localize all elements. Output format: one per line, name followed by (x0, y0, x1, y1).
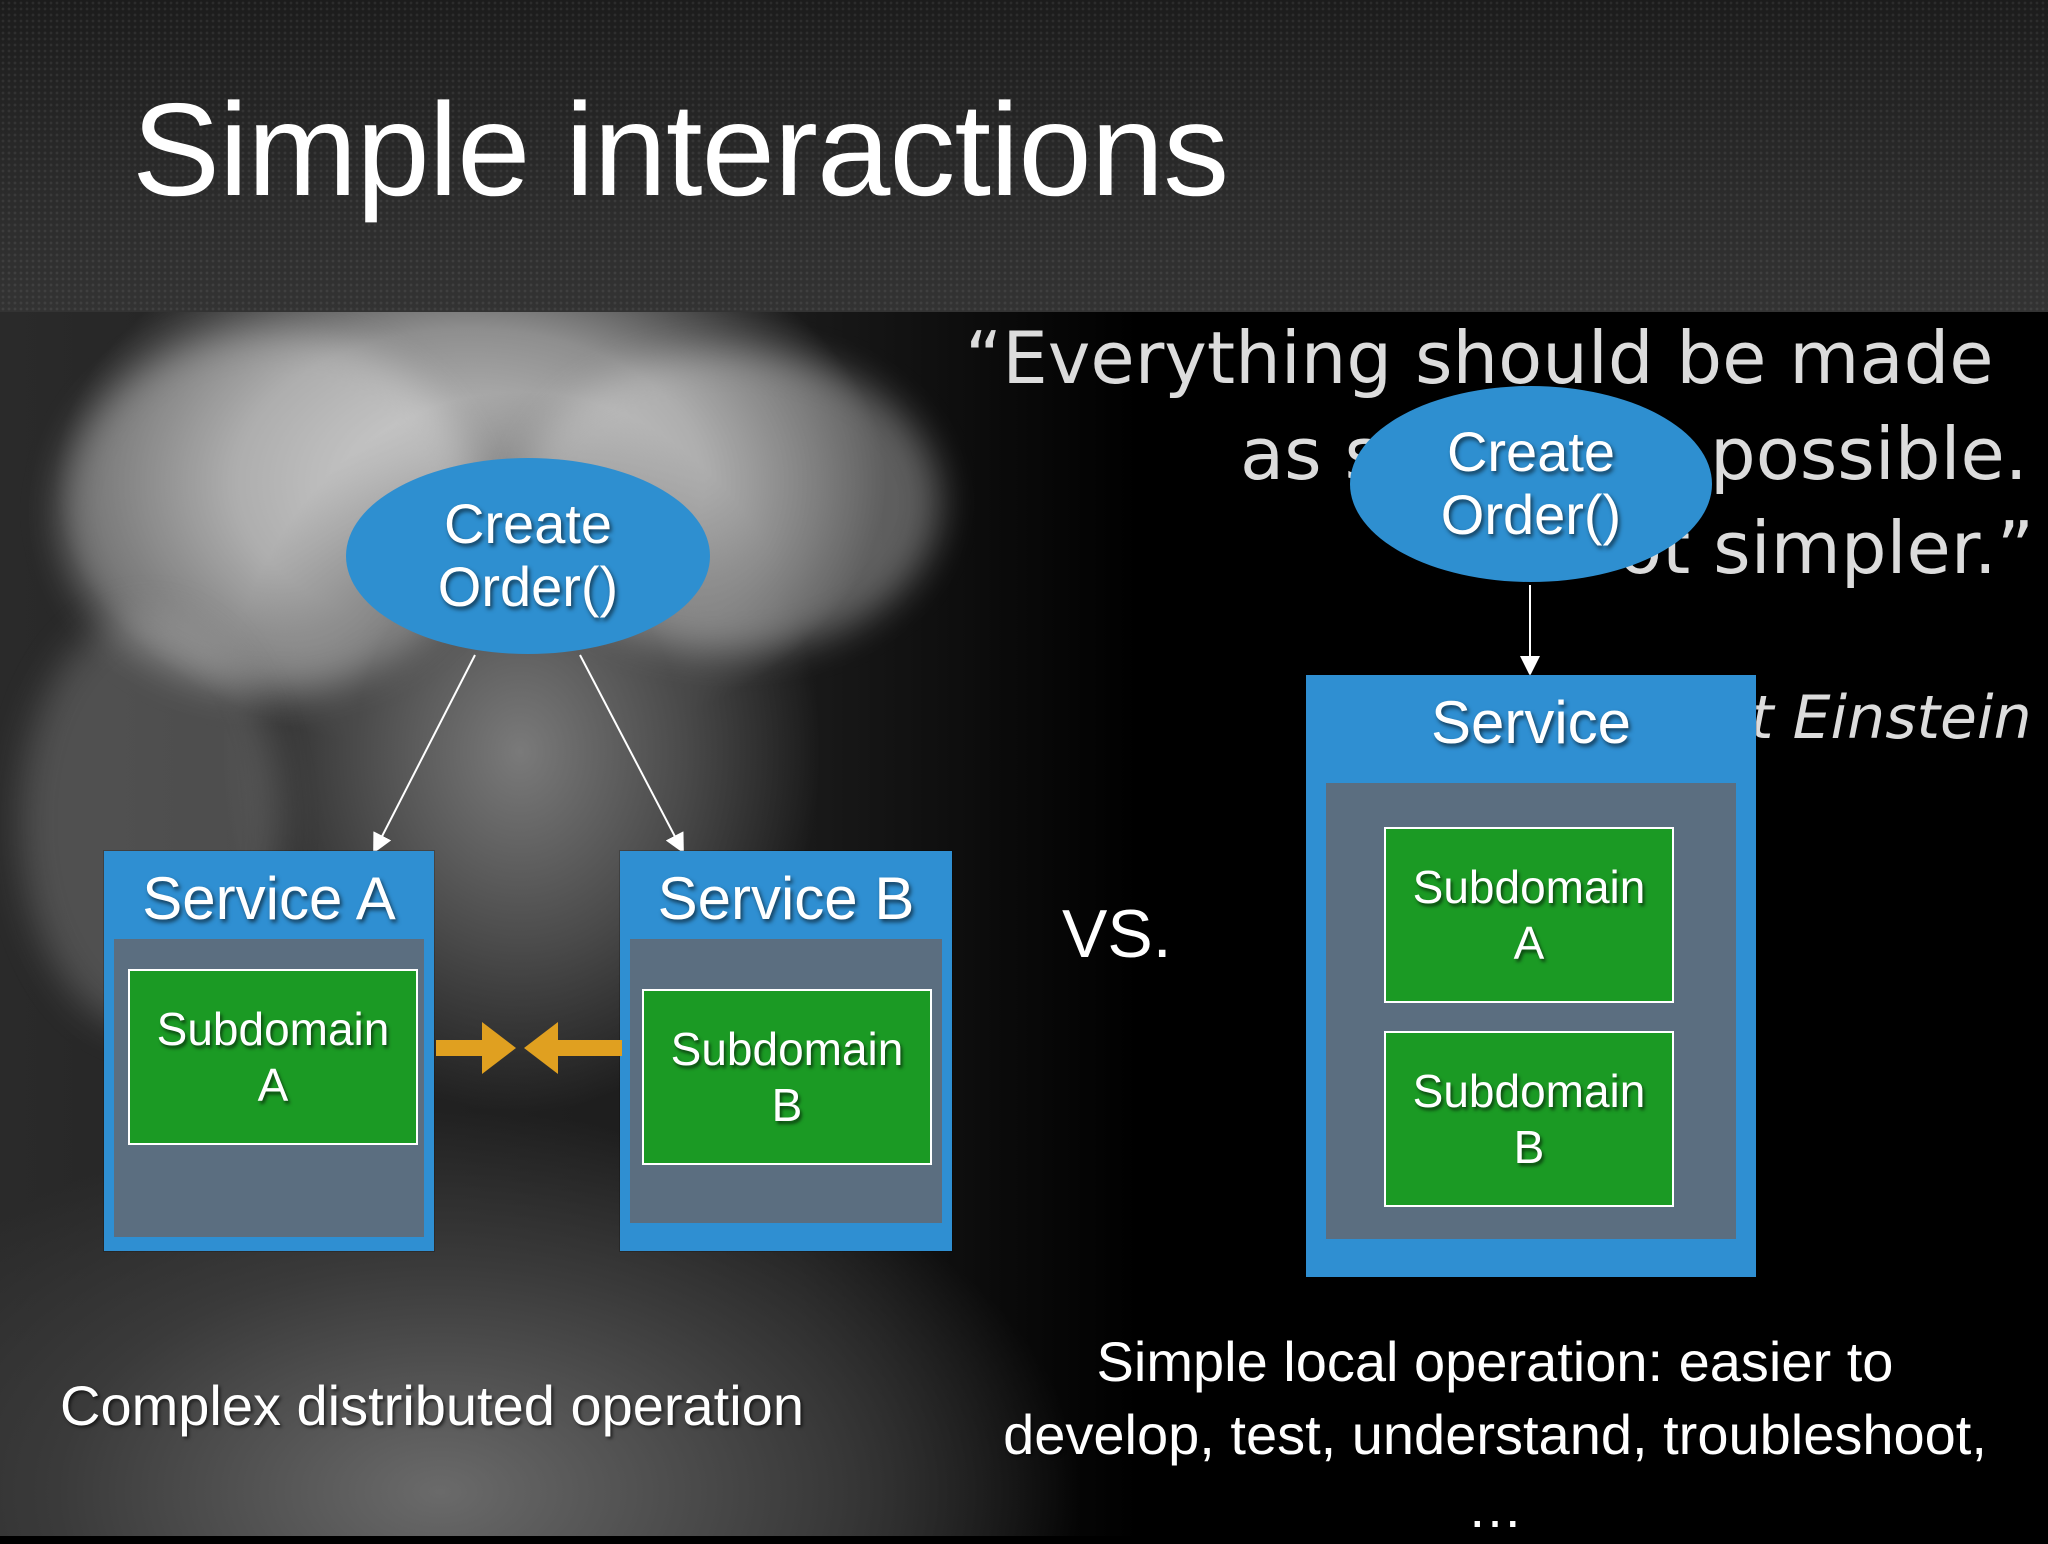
service-b-inner: Subdomain B (630, 939, 942, 1223)
service-b-box: Service B Subdomain B (620, 851, 952, 1251)
subdomain-a-label-1: Subdomain (1412, 860, 1646, 913)
operation-name-line-1: Create (443, 492, 613, 556)
subdomain-a-label-2: A (257, 1059, 289, 1111)
service-b-label: Service B (657, 865, 915, 932)
create-order-ellipse-left: Create Order() (346, 458, 710, 654)
left-caption: Complex distributed operation (60, 1374, 804, 1437)
subdomain-b-label-1: Subdomain (1412, 1064, 1646, 1117)
quote-line-2b: possible. (1710, 412, 2028, 496)
right-caption-line-1: Simple local operation: easier to (1096, 1330, 1894, 1393)
right-caption-line-2: develop, test, understand, troubleshoot, (1003, 1402, 1987, 1466)
subdomain-a-label-2: A (1513, 917, 1545, 969)
right-caption-line-3: … (1467, 1475, 1523, 1539)
service-a-box: Service A Subdomain A (104, 851, 434, 1251)
subdomain-b-box: Subdomain B (642, 989, 932, 1165)
title-bar: Simple interactions (0, 0, 2048, 312)
slide-title: Simple interactions (132, 76, 1229, 223)
service-box: Service Subdomain A Subdomain B (1306, 675, 1756, 1277)
quote-attribution: t Einstein (1750, 683, 2032, 753)
subdomain-a-label-1: Subdomain (156, 1002, 390, 1055)
create-order-ellipse-right: Create Order() (1350, 386, 1712, 582)
service-a-label: Service A (142, 865, 396, 932)
subdomain-b-label-2: B (771, 1079, 803, 1131)
subdomain-b-label-1: Subdomain (670, 1022, 904, 1075)
operation-name-line-2: Order() (437, 555, 619, 618)
subdomain-b-box: Subdomain B (1384, 1031, 1674, 1207)
subdomain-a-box: Subdomain A (128, 969, 418, 1145)
service-label: Service (1430, 689, 1632, 756)
service-a-inner: Subdomain A (114, 939, 424, 1237)
right-caption: Simple local operation: easier to develo… (960, 1326, 2030, 1544)
service-inner: Subdomain A Subdomain B (1326, 783, 1736, 1239)
quote-line-1: “Everything should be made (965, 316, 1994, 400)
subdomain-b-label-2: B (1513, 1121, 1545, 1173)
vs-label: VS. (1062, 896, 1172, 972)
operation-name-line-2: Order() (1440, 483, 1622, 546)
operation-name-line-1: Create (1446, 420, 1616, 484)
subdomain-a-box: Subdomain A (1384, 827, 1674, 1003)
